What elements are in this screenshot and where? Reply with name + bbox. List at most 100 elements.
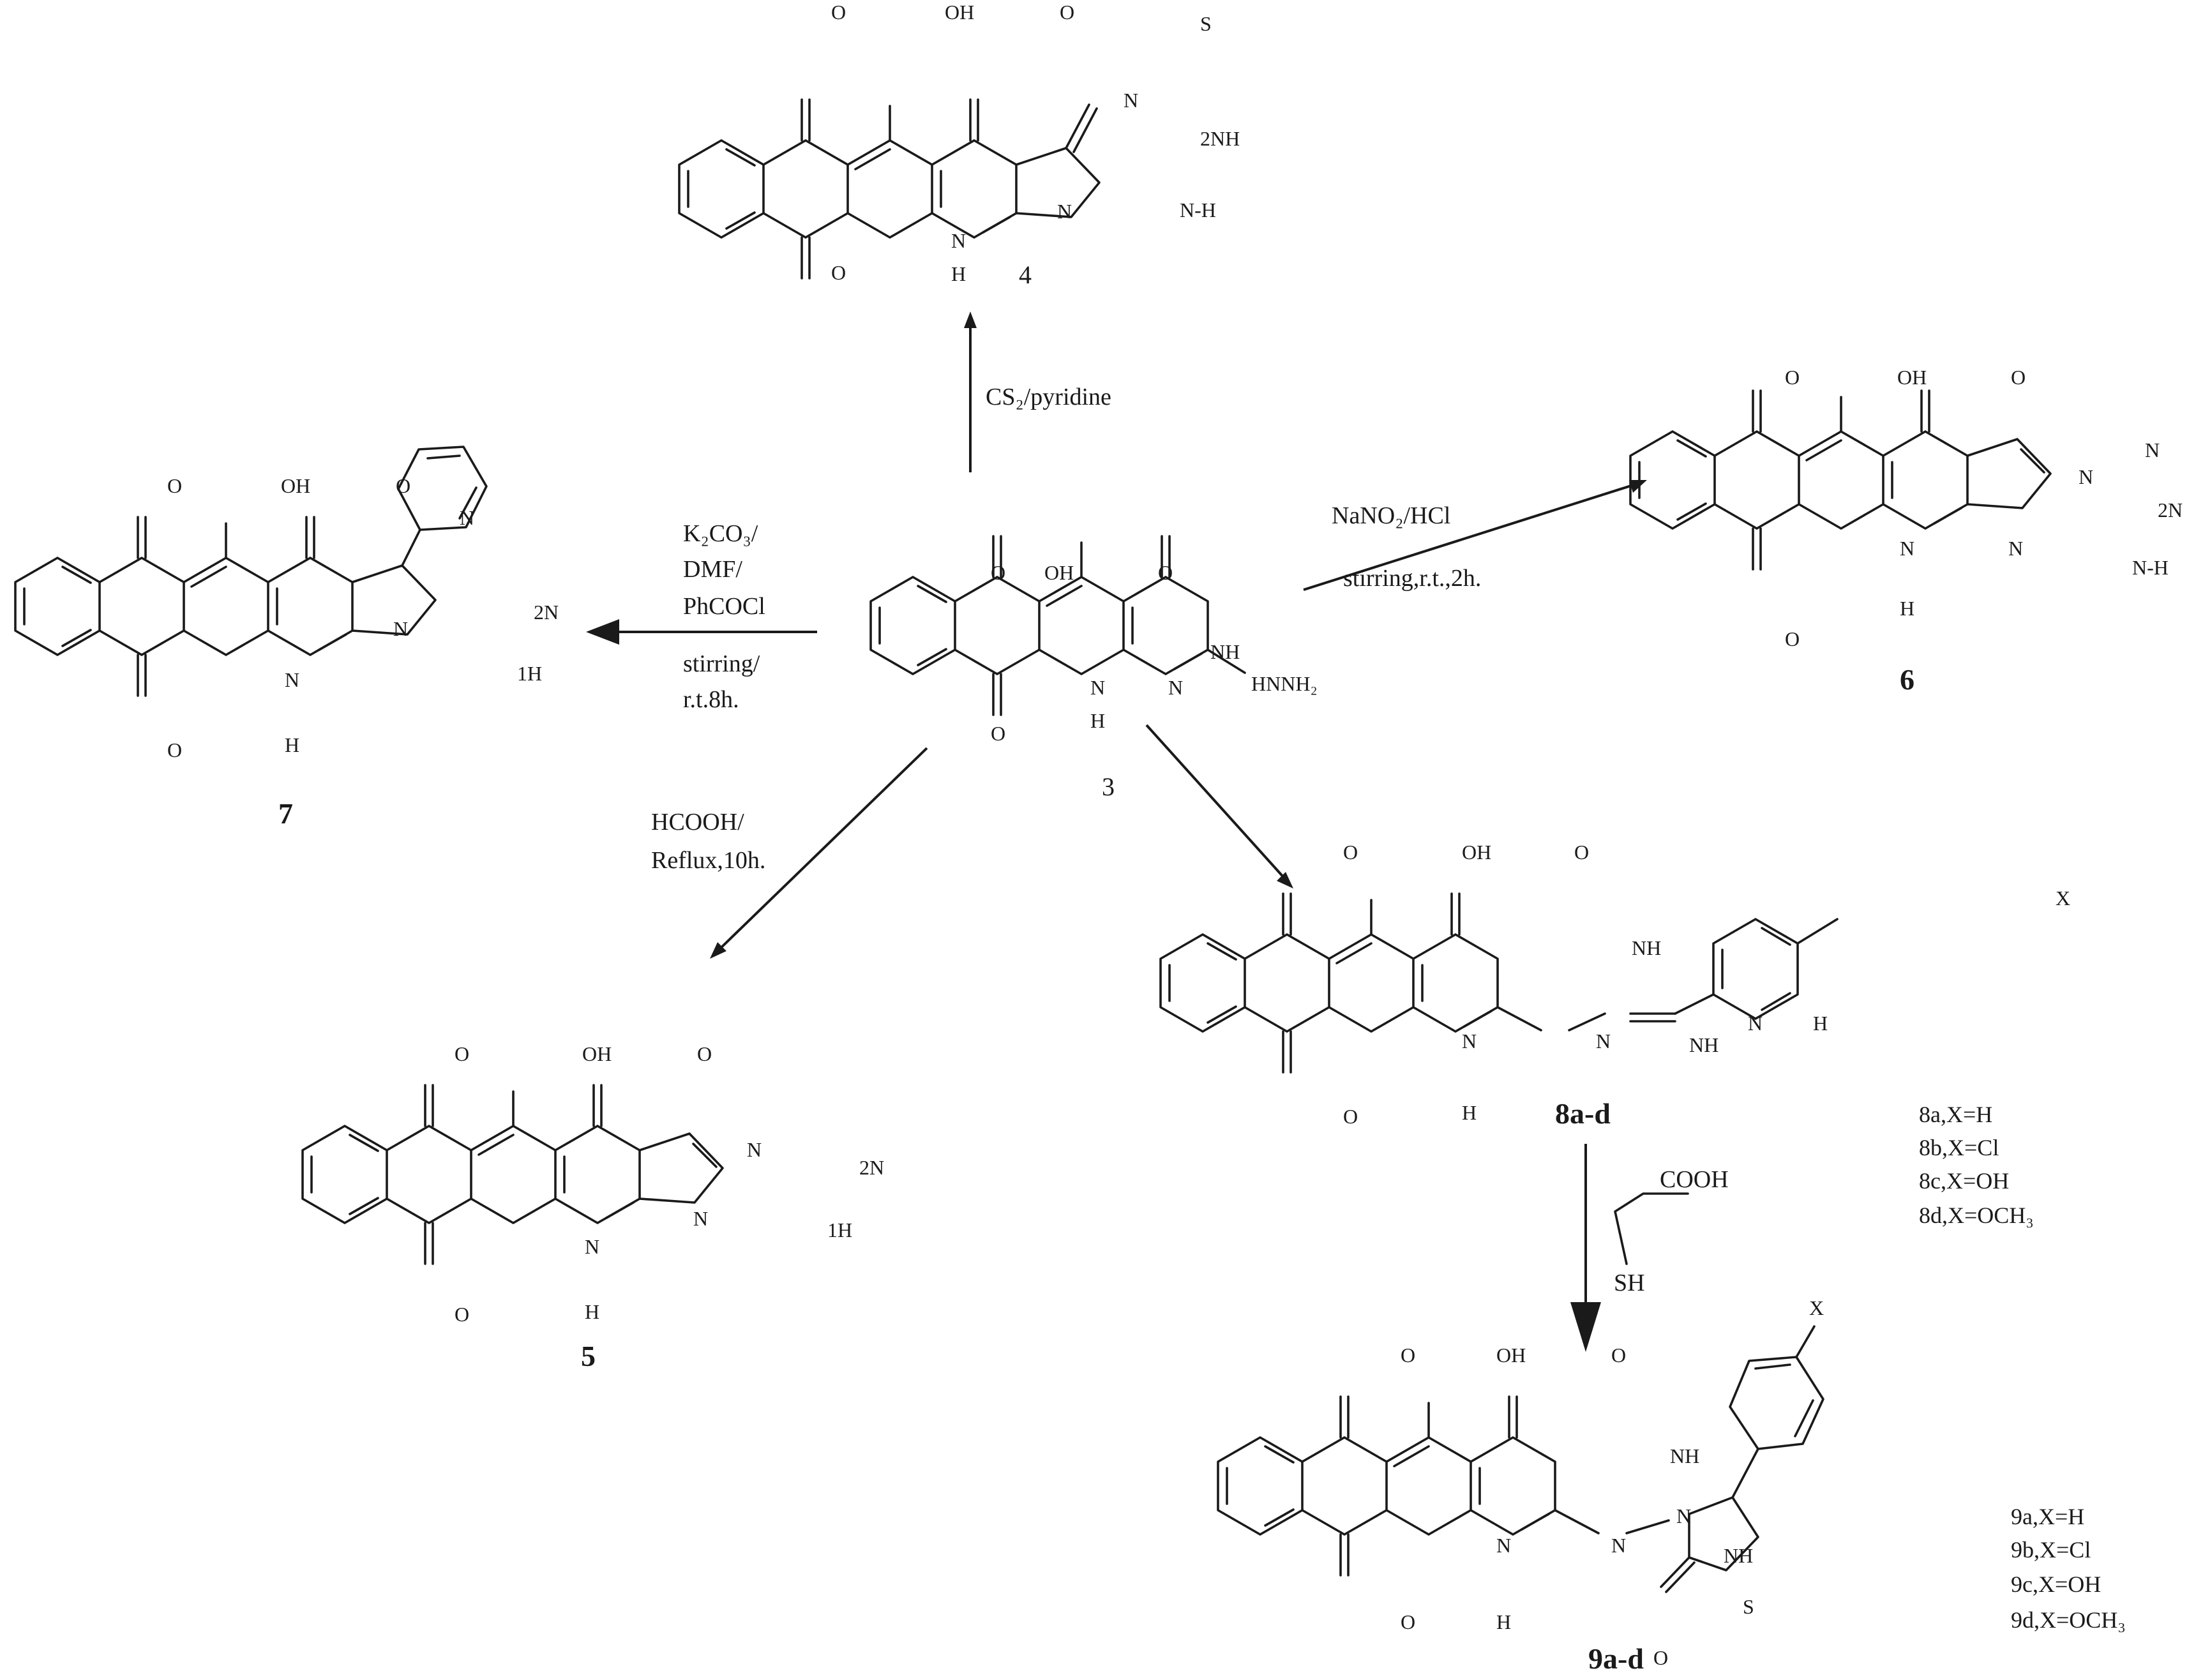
atom-n: N [1168,676,1183,699]
atom-n: N [1748,1012,1763,1035]
atom-oh: OH [582,1042,612,1065]
atom-s: S [1200,12,1212,35]
atom-oh: OH [281,474,310,497]
atom-h: H [1813,1012,1828,1035]
condition-hcooh: HCOOH/ [651,809,744,836]
atom-o: O [1785,627,1800,650]
atom-o: O [1611,1344,1626,1367]
atom-n: N [460,506,474,529]
compound-5-structure [301,1084,724,1265]
atom-o: O [455,1042,469,1065]
atom-oh: OH [1462,841,1491,864]
variants-8-list: 8a,X=H 8b,X=Cl 8c,X=OH 8d,X=OCH₃ [1919,1102,2034,1228]
condition-stirring: stirring/ [683,650,760,677]
atom-n: N [585,1235,599,1258]
atom-n: N [393,617,408,640]
atom-oh: OH [1044,561,1074,584]
atom-n: N [1611,1534,1626,1557]
atom-n: N [1124,89,1138,112]
atom-2nh: 2NH [1200,127,1240,150]
atom-h: H [1462,1101,1477,1124]
variant-8b: 8b,X=Cl [1919,1135,1999,1160]
arrow-3-to-5 [710,747,928,959]
atom-2n: 2N [859,1156,884,1179]
atom-o: O [697,1042,712,1065]
compound-4-structure [678,98,1101,280]
compound-9-structure [1217,1325,1824,1593]
arrow-8-to-9 [1570,1144,1601,1352]
atom-n: N [1090,676,1105,699]
atom-n: N [1496,1534,1511,1557]
atom-nh: N-H [1180,199,1216,221]
variant-9b: 9b,X=Cl [2011,1537,2091,1563]
atom-n: N [1900,537,1914,560]
arrow-3-to-4 [964,311,977,472]
atom-o: O [1401,1610,1415,1633]
condition-k2co3: K₂CO₃/ [683,520,758,547]
compound-label-8: 8a-d [1555,1097,1611,1130]
compound-7-structure [14,446,488,697]
atom-o: O [455,1303,469,1326]
atom-o: O [1060,1,1074,24]
atom-h: H [1090,709,1105,732]
reagent-mercaptoacetic-acid: COOH SH [1614,1166,1729,1296]
atom-o: O [831,261,846,284]
atom-oh: OH [1496,1344,1526,1367]
compound-3-structure [869,535,1246,716]
variant-8a: 8a,X=H [1919,1102,1992,1127]
atom-nh: N-H [2132,556,2169,579]
atom-o: O [1574,841,1589,864]
variant-9c: 9c,X=OH [2011,1571,2101,1597]
atom-nh: NH [1689,1033,1718,1056]
atom-h: H [1496,1610,1511,1633]
compound-6-structure [1629,389,2052,571]
compound-label-9: 9a-d [1588,1642,1644,1675]
atom-o: O [1653,1646,1668,1669]
atom-o: O [1785,366,1800,389]
atom-oh: OH [1897,366,1927,389]
variant-8c: 8c,X=OH [1919,1168,2009,1194]
atom-n: N [2008,537,2023,560]
compound-label-3: 3 [1102,772,1115,801]
atom-h: H [285,733,299,756]
atom-n: N [2145,439,2160,461]
atom-nh: NH [1670,1444,1699,1467]
atom-nh: NH [1724,1544,1753,1567]
atom-n: N [1596,1030,1611,1053]
atom-hnnh2: HNNH₂ [1251,672,1318,695]
atom-o: O [396,474,410,497]
condition-cs2-pyridine: CS₂/pyridine [986,384,1111,410]
variant-9a: 9a,X=H [2011,1504,2084,1529]
atom-n: N [747,1138,762,1161]
condition-dmf: DMF/ [683,556,742,583]
atom-2n: 2N [534,601,559,624]
atom-x: X [2056,887,2070,910]
arrow-3-to-8 [1145,724,1293,889]
compound-label-5: 5 [581,1340,596,1372]
atom-o: O [991,561,1005,584]
atom-nh: NH [1632,936,1661,959]
atom-o: O [167,474,182,497]
variant-9d: 9d,X=OCH₃ [2011,1607,2126,1633]
atom-n: N [2079,465,2093,488]
atom-1h: 1H [517,662,542,685]
compound-label-4: 4 [1019,260,1032,289]
atom-2n: 2N [2158,499,2183,521]
atom-o: O [1343,1105,1358,1128]
variant-8d: 8d,X=OCH₃ [1919,1203,2034,1228]
atom-o: O [1401,1344,1415,1367]
atom-o: O [1343,841,1358,864]
atom-o: O [1158,561,1173,584]
arrow-3-to-6 [1303,480,1647,591]
compound-label-7: 7 [278,797,293,830]
atom-n: N [285,668,299,691]
condition-phcocl: PhCOCl [683,593,765,620]
condition-rt-8h: r.t.8h. [683,686,739,713]
variants-9-list: 9a,X=H 9b,X=Cl 9c,X=OH 9d,X=OCH₃ [2011,1504,2126,1633]
atom-x: X [1809,1296,1824,1319]
atom-n: N [1462,1030,1477,1053]
atom-o: O [167,739,182,761]
condition-stirring-2h: stirring,r.t.,2h. [1343,565,1481,592]
arrow-3-to-7 [586,619,817,645]
